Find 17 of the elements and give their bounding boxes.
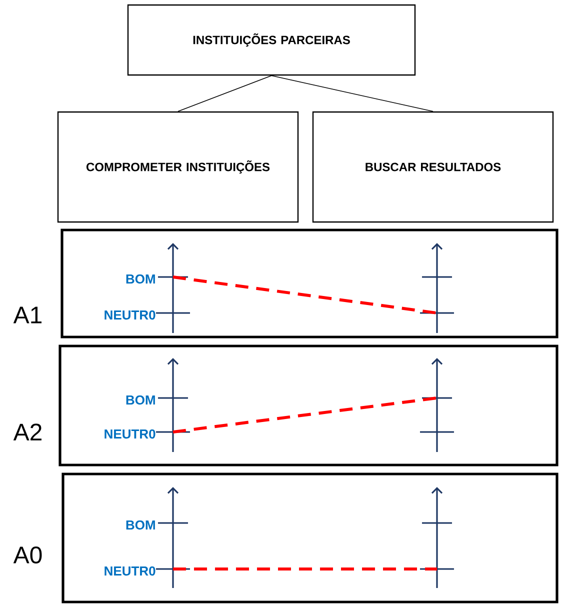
panel-label: A2 xyxy=(13,424,42,440)
panel-box xyxy=(62,472,558,604)
panel-label: A1 xyxy=(13,306,42,324)
panel-label: A0 xyxy=(13,546,42,564)
text-box: INSTITUIÇÕES PARCEIRAS xyxy=(127,4,416,76)
axis-label: NEUTR0 xyxy=(104,310,156,320)
axis-label: BOM xyxy=(126,520,155,530)
connector-line xyxy=(178,75,272,112)
axis-label: BOM xyxy=(126,395,155,405)
text-box: BUSCAR RESULTADOS xyxy=(312,111,554,223)
axis-label: NEUTR0 xyxy=(104,429,156,439)
axis-label: BOM xyxy=(126,274,155,284)
connector-line xyxy=(271,75,434,112)
panel-box xyxy=(60,228,558,338)
text-box: COMPROMETER INSTITUIÇÕES xyxy=(57,111,299,223)
panel-box xyxy=(58,344,558,466)
axis-label: NEUTR0 xyxy=(104,566,156,576)
